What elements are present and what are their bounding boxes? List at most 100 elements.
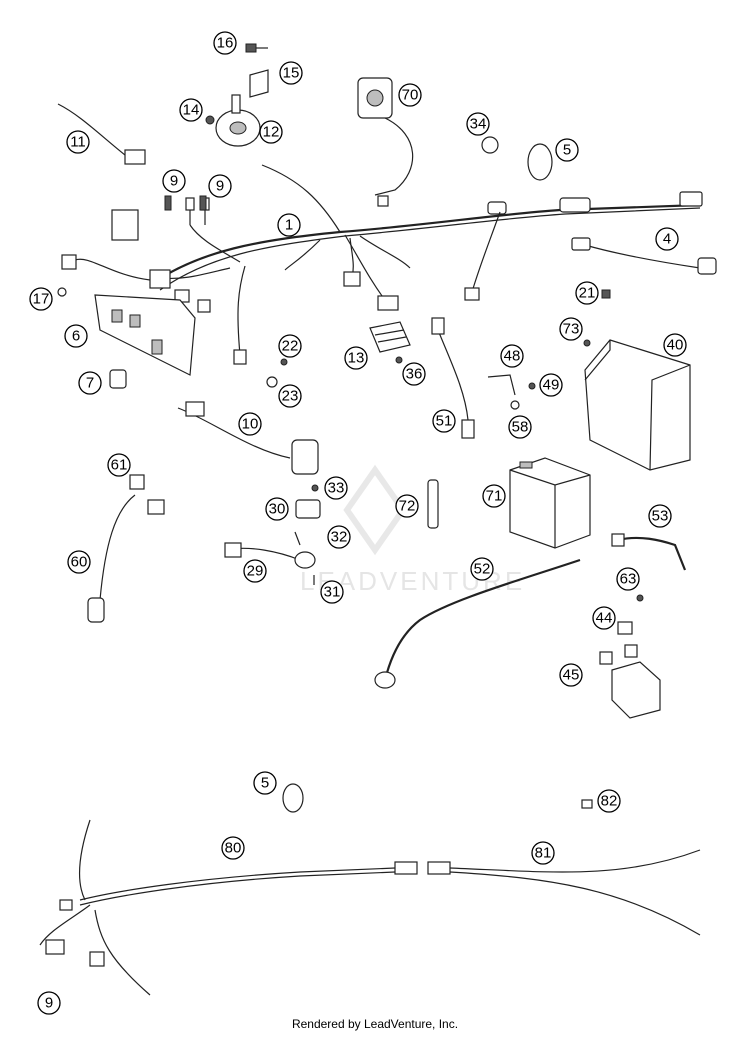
callout-82: 82	[597, 789, 621, 813]
callout-73: 73	[559, 317, 583, 341]
svg-text:81: 81	[535, 845, 552, 862]
wire-11	[57, 103, 146, 165]
nut-23	[266, 376, 278, 388]
callout-30: 30	[265, 497, 289, 521]
connector-9b	[199, 195, 207, 211]
battery-box-40	[584, 339, 691, 471]
callout-34: 34	[466, 112, 490, 136]
horn-12	[215, 94, 261, 147]
svg-text:40: 40	[667, 337, 684, 354]
callout-60: 60	[67, 550, 91, 574]
svg-text:49: 49	[543, 377, 560, 394]
callout-4: 4	[655, 227, 679, 251]
wire-48	[487, 374, 516, 396]
svg-text:58: 58	[512, 419, 529, 436]
callout-14: 14	[179, 98, 203, 122]
callout-53: 53	[648, 504, 672, 528]
callout-5b: 5	[253, 771, 277, 795]
callout-9a: 9	[162, 169, 186, 193]
callout-6: 6	[64, 324, 88, 348]
screw-32	[294, 531, 301, 546]
svg-text:60: 60	[71, 554, 88, 571]
cable-strap-5b	[282, 783, 304, 813]
cable-60	[87, 474, 165, 623]
callout-61: 61	[107, 453, 131, 477]
callout-16: 16	[213, 31, 237, 55]
callout-33: 33	[324, 476, 348, 500]
svg-text:17: 17	[33, 291, 50, 308]
svg-text:45: 45	[563, 667, 580, 684]
screw-33	[311, 484, 319, 492]
sensor-51	[431, 317, 475, 439]
callout-10: 10	[238, 412, 262, 436]
regulator-13	[369, 321, 411, 353]
main-wiring-harness	[61, 164, 703, 365]
svg-text:34: 34	[470, 116, 487, 133]
callout-36: 36	[402, 362, 426, 386]
callout-72: 72	[395, 494, 419, 518]
callout-29: 29	[243, 559, 267, 583]
callout-13: 13	[344, 346, 368, 370]
svg-text:4: 4	[663, 231, 671, 248]
harness-80	[39, 819, 418, 996]
svg-text:22: 22	[282, 338, 299, 355]
callout-63: 63	[616, 567, 640, 591]
svg-text:51: 51	[436, 413, 453, 430]
callout-52: 52	[470, 557, 494, 581]
svg-text:11: 11	[70, 134, 86, 151]
callout-31: 31	[320, 580, 344, 604]
callout-58: 58	[508, 415, 532, 439]
callout-81: 81	[531, 841, 555, 865]
svg-text:9: 9	[216, 178, 224, 195]
footer-credit: Rendered by LeadVenture, Inc.	[291, 1017, 459, 1031]
svg-text:12: 12	[263, 124, 280, 141]
relay-7	[109, 369, 127, 389]
callout-51: 51	[432, 409, 456, 433]
harness-81	[427, 849, 701, 936]
callout-7: 7	[78, 371, 102, 395]
callout-21: 21	[575, 281, 599, 305]
svg-text:29: 29	[247, 563, 264, 580]
svg-text:82: 82	[601, 793, 618, 810]
svg-text:1: 1	[285, 217, 293, 234]
connector-9a	[164, 195, 172, 211]
callout-40: 40	[663, 333, 687, 357]
svg-text:5: 5	[563, 142, 571, 159]
svg-text:15: 15	[283, 65, 300, 82]
screw-49	[528, 382, 536, 390]
svg-text:13: 13	[348, 350, 365, 367]
bracket-30	[295, 499, 321, 519]
battery-71	[509, 457, 591, 549]
svg-text:6: 6	[72, 328, 80, 345]
cable-53	[611, 533, 687, 571]
screw-63	[636, 594, 644, 602]
cable-strap-5	[527, 143, 553, 181]
screw-22	[280, 358, 288, 366]
cable-52	[374, 558, 581, 689]
svg-text:21: 21	[579, 285, 596, 302]
grommet-17	[57, 287, 67, 297]
cap-34	[481, 136, 499, 154]
gasket-44	[617, 621, 633, 635]
switch-10	[177, 401, 319, 475]
callout-32: 32	[327, 525, 351, 549]
svg-text:5: 5	[261, 775, 269, 792]
svg-text:80: 80	[225, 840, 242, 857]
sensor-70	[357, 77, 414, 207]
callout-70: 70	[398, 83, 422, 107]
svg-text:10: 10	[242, 416, 259, 433]
callout-80: 80	[221, 836, 245, 860]
svg-text:31: 31	[324, 584, 341, 601]
callout-45: 45	[559, 663, 583, 687]
callout-9c: 9	[37, 991, 61, 1015]
svg-text:73: 73	[563, 321, 580, 338]
washer-58	[510, 400, 520, 410]
bolt-16	[245, 43, 268, 53]
callout-71: 71	[482, 484, 506, 508]
relay-45	[599, 644, 661, 719]
svg-text:23: 23	[282, 388, 299, 405]
svg-text:61: 61	[111, 457, 128, 474]
holder-72	[427, 479, 439, 529]
